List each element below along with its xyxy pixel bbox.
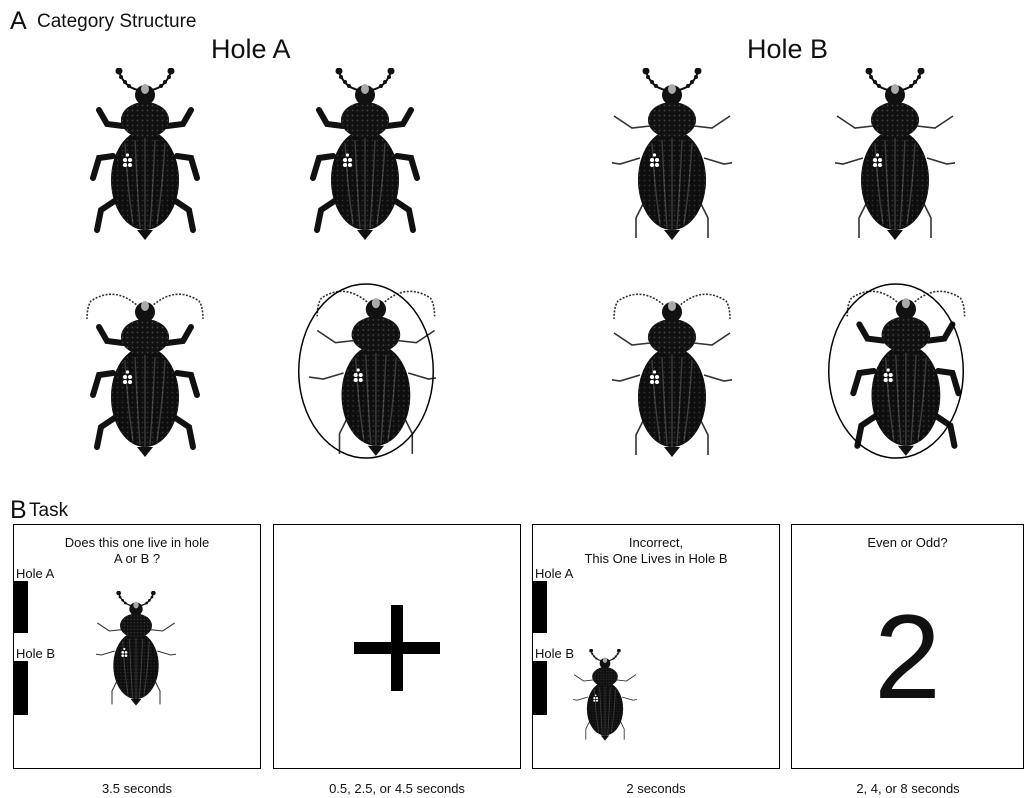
feedback-beetle bbox=[567, 649, 643, 745]
caption-feedback: 2 seconds bbox=[526, 781, 786, 796]
question-line-2: A or B ? bbox=[14, 551, 260, 567]
feedback-line-1: Incorrect, bbox=[533, 535, 779, 551]
panel-a-title: Category Structure bbox=[37, 12, 196, 31]
stimulus-beetle bbox=[96, 591, 176, 711]
caption-question: 3.5 seconds bbox=[7, 781, 267, 796]
beetle-hole-a-1 bbox=[85, 68, 205, 248]
beetle-hole-b-2 bbox=[835, 68, 955, 248]
hole-b-heading: Hole B bbox=[747, 36, 828, 63]
caption-parity: 2, 4, or 8 seconds bbox=[778, 781, 1024, 796]
hole-b-bar bbox=[533, 661, 547, 715]
panel-b-letter: B bbox=[10, 498, 27, 523]
task-screen-fixation bbox=[273, 524, 521, 769]
hole-a-label: Hole A bbox=[535, 567, 573, 581]
beetle-hole-a-3 bbox=[85, 285, 205, 465]
parity-question: Even or Odd? bbox=[792, 535, 1023, 551]
task-screen-parity: Even or Odd? 2 bbox=[791, 524, 1024, 769]
question-line-1: Does this one live in hole bbox=[14, 535, 260, 551]
hole-a-bar bbox=[533, 581, 547, 633]
hole-a-heading: Hole A bbox=[211, 36, 291, 63]
panel-b-title: Task bbox=[29, 501, 68, 520]
caption-fixation: 0.5, 2.5, or 4.5 seconds bbox=[267, 781, 527, 796]
hole-b-bar bbox=[14, 661, 28, 715]
beetle-hole-a-4-circled bbox=[296, 280, 436, 462]
task-screen-question: Does this one live in hole A or B ? Hole… bbox=[13, 524, 261, 769]
parity-digit: 2 bbox=[792, 597, 1023, 717]
beetle-hole-b-4-circled bbox=[826, 280, 966, 462]
hole-a-bar bbox=[14, 581, 28, 633]
feedback-line-2: This One Lives in Hole B bbox=[533, 551, 779, 567]
task-screen-feedback: Incorrect, This One Lives in Hole B Hole… bbox=[532, 524, 780, 769]
hole-a-label: Hole A bbox=[16, 567, 54, 581]
beetle-hole-b-1 bbox=[612, 68, 732, 248]
panel-a-letter: A bbox=[10, 9, 27, 34]
hole-b-label: Hole B bbox=[16, 647, 55, 661]
beetle-hole-b-3 bbox=[612, 285, 732, 465]
fixation-cross bbox=[354, 605, 440, 691]
beetle-hole-a-2 bbox=[305, 68, 425, 248]
